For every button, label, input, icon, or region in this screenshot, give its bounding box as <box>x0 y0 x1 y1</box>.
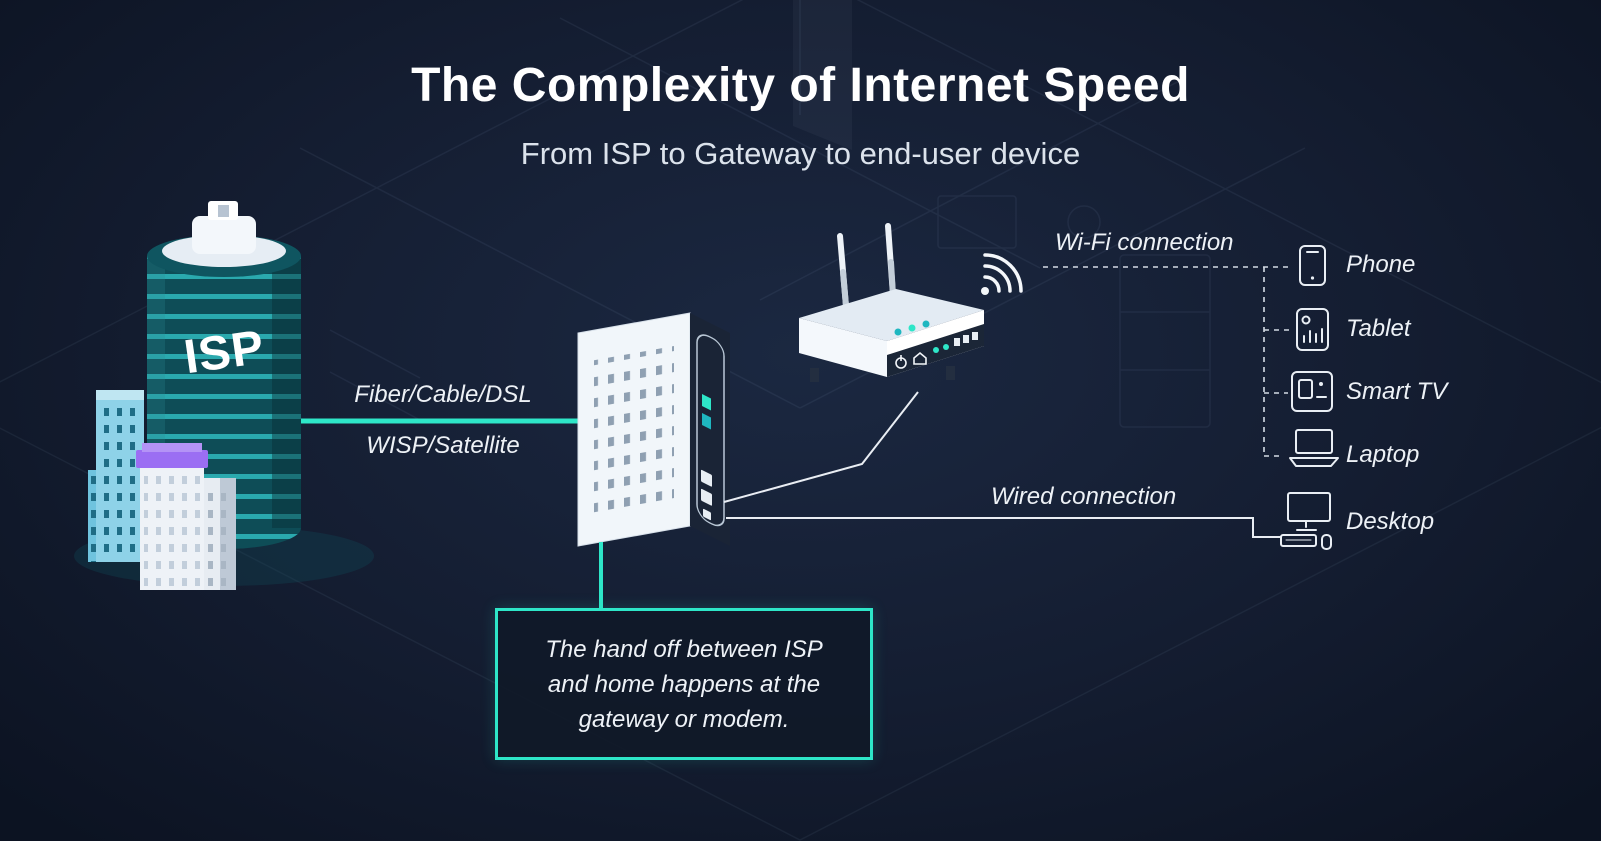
page-title: The Complexity of Internet Speed <box>411 59 1190 112</box>
isp-link-label-top: Fiber/Cable/DSL <box>354 381 532 408</box>
callout-line-1: The hand off between ISP <box>545 635 823 663</box>
phone-icon <box>1299 245 1326 286</box>
doorway-glow <box>793 0 852 150</box>
device-label-smart-tv: Smart TV <box>1346 378 1448 405</box>
tablet-icon <box>1296 308 1329 351</box>
page-subtitle: From ISP to Gateway to end-user device <box>520 136 1081 171</box>
home-icon <box>913 351 927 365</box>
smart-tv-icon <box>1291 371 1333 412</box>
device-label-tablet: Tablet <box>1346 315 1411 342</box>
isp-link-label-bottom: WISP/Satellite <box>366 432 520 459</box>
wifi-connection-lines <box>1043 266 1292 457</box>
callout-line-2: and home happens at the <box>547 670 821 698</box>
city-buildings-illustration <box>88 390 236 590</box>
laptop-icon <box>1289 429 1339 467</box>
gateway-modem-illustration <box>577 312 730 547</box>
power-icon <box>895 355 907 369</box>
device-label-laptop: Laptop <box>1346 441 1420 468</box>
wired-connection-line <box>726 517 1281 538</box>
isp-label: ISP <box>181 321 268 385</box>
callout-line-3: gateway or modem. <box>578 705 790 733</box>
device-label-phone: Phone <box>1346 251 1416 278</box>
gateway-callout-box: The hand off between ISP and home happen… <box>495 608 873 760</box>
modem-to-router-line <box>723 391 919 503</box>
wifi-router-illustration <box>799 223 1023 382</box>
desktop-icon <box>1280 492 1332 550</box>
wired-connection-label: Wired connection <box>991 483 1177 510</box>
wifi-signal-icon <box>981 253 1023 295</box>
device-label-desktop: Desktop <box>1346 508 1435 535</box>
wifi-connection-label: Wi-Fi connection <box>1055 229 1234 256</box>
